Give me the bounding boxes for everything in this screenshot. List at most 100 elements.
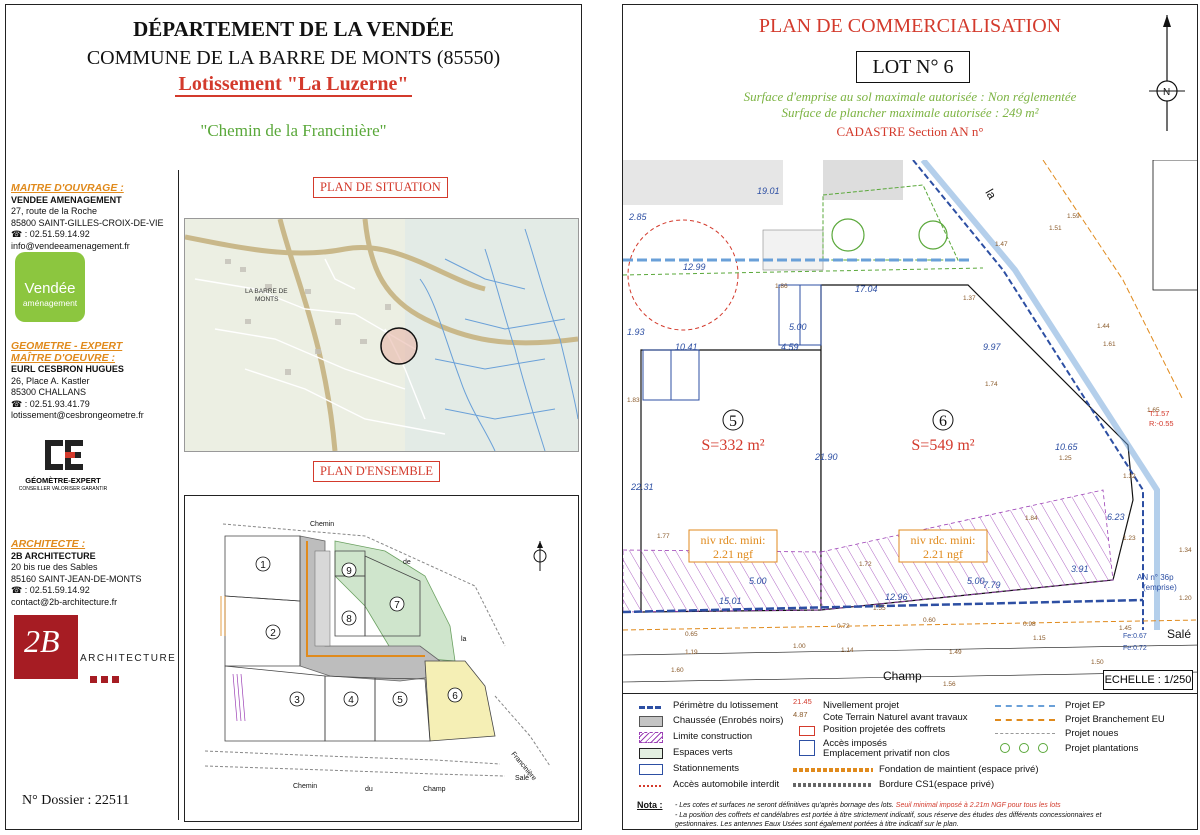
chaussee-swatch [639,716,663,727]
lot-number: 4 [348,695,354,706]
dimension-label: 21.90 [814,452,838,462]
lot-6-number: 6 [939,413,947,430]
bordure-swatch [793,783,873,787]
legend-label: Périmètre du lotissement [673,700,779,711]
svg-text:N: N [1163,87,1170,98]
level-label: Fe:0.72 [1123,645,1147,652]
ensemble-plan-drawing: 1 2 3 4 5 6 7 8 9 Chemin de [204,521,551,793]
lot-plan: 5 S=332 m² 6 S=549 m² niv rdc. mini: 2.2… [623,160,1197,690]
lot-5-area: S=332 m² [701,437,764,454]
logo-dots [90,670,123,688]
geometre-heading: GEOMETRE - EXPERT [11,340,123,352]
nota-heading: Nota : [637,800,663,810]
spot-height: 1.83 [627,397,640,404]
commercial-plan-sheet: PLAN DE COMMERCIALISATION LOT N° 6 Surfa… [622,4,1198,830]
spot-height: 1.51 [1049,225,1062,232]
legend-label: Fondation de maintient (espace privé) [879,764,1039,775]
ensemble-plan: 1 2 3 4 5 6 7 8 9 Chemin de [184,495,579,822]
spot-height: 1.44 [1097,323,1110,330]
spot-height: 1.74 [985,381,998,388]
surface-plancher: Surface de plancher maximale autorisée :… [781,105,1039,120]
legend-label: Bordure CS1(espace privé) [879,779,995,790]
dimension-label: 1.93 [627,327,645,337]
spot-height: 1.49 [949,649,962,656]
spot-height: 1.14 [841,647,854,654]
spot-height: 1.32 [1123,473,1136,480]
legend-label: Espaces verts [673,747,733,758]
lot-6-area: S=549 m² [911,437,974,454]
surface-emprise: Surface d'emprise au sol maximale autori… [743,89,1077,104]
spot-height: 1.84 [1025,515,1038,522]
street-name: "Chemin de la Francinière" [200,121,387,140]
spot-height: 1.60 [671,667,684,674]
lot-number: 8 [346,614,352,625]
spot-height: 1.00 [793,643,806,650]
spot-height: 0.60 [923,617,936,624]
email-address: info@vendeeamenagement.fr [11,240,130,251]
spot-height: 1.25 [1059,455,1072,462]
spot-height: 1.56 [943,681,956,688]
note-line: gestionnaires. Les antennes Eaux Usées s… [675,821,959,828]
logo-text: aménagement [22,298,78,308]
note-line: - Les cotes et surfaces ne seront défini… [675,802,1061,809]
town-label: LA BARRE DE [245,288,288,295]
situation-map: LA BARRE DE MONTS [184,218,579,452]
legend-sample: 21.45 [793,697,812,706]
level-label: T:1.57 [1149,409,1169,418]
note-line: - La position des coffrets et candélabre… [675,812,1102,819]
legend-label: Position projetée des coffrets [823,724,946,735]
lot-plan-drawing: 5 S=332 m² 6 S=549 m² niv rdc. mini: 2.2… [623,160,1197,688]
spot-height: 1.50 [1091,659,1104,666]
architecte-heading: ARCHITECTE : [11,538,86,550]
spot-height: 1.55 [873,605,886,612]
legend-label: Projet EP [1065,700,1106,711]
address-line: 20 bis rue des Sables [11,562,98,572]
north-arrow-icon [533,541,547,571]
spot-height: 1.77 [657,533,670,540]
acces-interdit-swatch [639,785,661,787]
fondation-swatch [793,768,873,772]
road-label: Champ [883,669,922,683]
vendee-amenagement-logo: Vendée aménagement [15,252,85,322]
lot-5-number: 5 [729,413,737,430]
maitre-oeuvre-heading: MAÎTRE D'OEUVRE : [11,351,116,364]
town-label: MONTS [255,296,279,303]
eu-swatch [995,719,1055,721]
dimension-label: 5.00 [789,322,807,332]
plan-ensemble-label: PLAN D'ENSEMBLE [313,461,441,482]
noues-swatch [995,733,1055,734]
dimension-label: 10.41 [675,342,698,352]
level-label: R:-0.55 [1149,419,1174,428]
road-label: du [365,786,373,793]
road-label: la [982,187,999,202]
cadastre-ref-label: (emprise) [1143,583,1177,592]
dimension-label: 3.91 [1071,564,1089,574]
spot-height: 1.86 [775,283,788,290]
cover-sheet: DÉPARTEMENT DE LA VENDÉE COMMUNE DE LA B… [5,4,582,830]
geometre-expert-logo: GÉOMÈTRE-EXPERT CONSEILLER VALORISER GAR… [18,438,108,498]
dimension-label: 15.01 [719,596,742,606]
maitre-ouvrage-heading: MAITRE D'OUVRAGE : [11,182,124,194]
legend: Périmètre du lotissement Chaussée (Enrob… [623,693,1197,829]
spot-height: 1.37 [963,295,976,302]
dossier-number: N° Dossier : 22511 [22,793,130,808]
limite-swatch [639,732,663,743]
ep-swatch [995,705,1055,707]
spot-height: 0.72 [837,623,850,630]
dimension-label: 19.01 [757,186,780,196]
dimension-label: 12.96 [885,592,908,602]
phone-number: : 02.51.59.14.92 [11,585,176,597]
address-line: 85800 SAINT-GILLES-CROIX-DE-VIE [11,217,164,228]
niv-value: 2.21 ngf [923,547,963,561]
logo-text: 2B [24,623,60,659]
2b-architecture-logo: 2B [14,615,78,679]
legend-label: Projet noues [1065,728,1119,739]
road-label: Salé [515,775,529,782]
perimeter-swatch [639,706,661,709]
legend-label: Chaussée (Enrobés noirs) [673,715,784,726]
address-line: 85160 SAINT-JEAN-DE-MONTS [11,573,142,584]
dimension-label: 17.04 [855,284,878,294]
dimension-label: 7.79 [983,580,1001,590]
road-label: Salé [1167,627,1191,641]
spot-height: 0.65 [685,631,698,638]
